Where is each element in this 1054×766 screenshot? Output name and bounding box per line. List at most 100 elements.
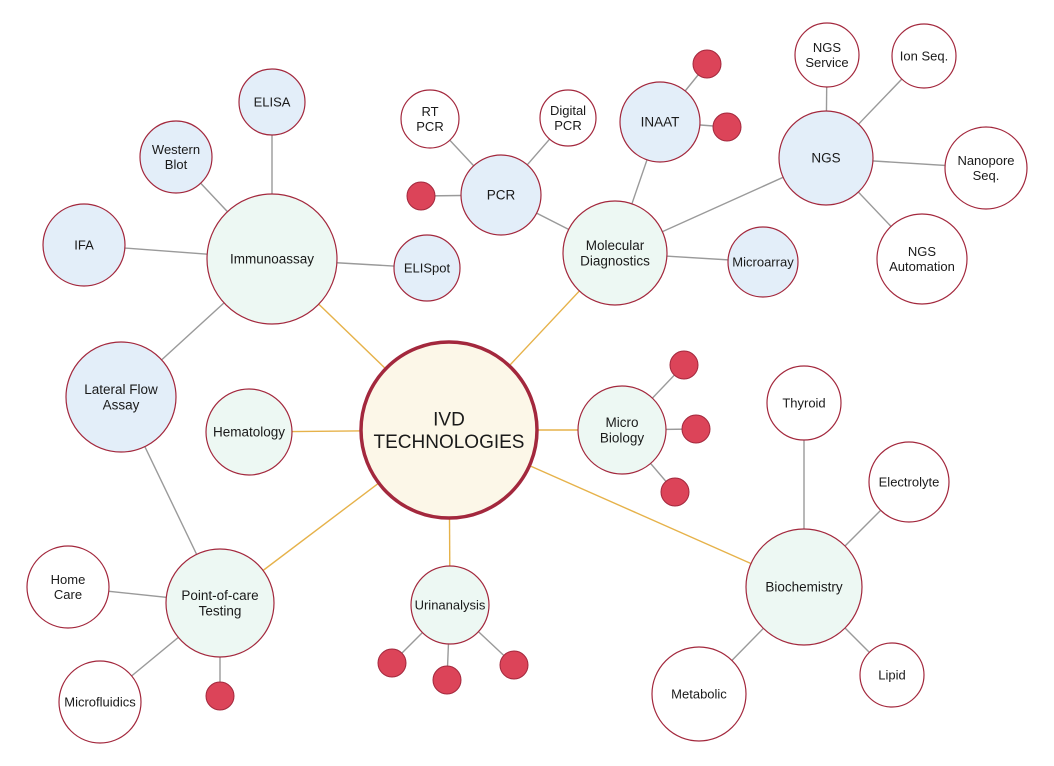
node-circle-homecare (26, 545, 110, 629)
node-circle-westernblot (139, 120, 213, 194)
node-circle-elispot (393, 234, 461, 302)
red-dot-urinanalysis (499, 650, 529, 680)
node-label-ionseq: Ion Seq. (900, 49, 948, 64)
node-ionseq: Ion Seq. (891, 23, 957, 89)
node-ifa: IFA (42, 203, 126, 287)
node-label-rtpcr: RT (421, 104, 438, 119)
node-circle-digitalpcr (539, 89, 597, 147)
node-label-molecular: Molecular (586, 238, 645, 253)
node-label-ngs: NGS (811, 151, 840, 166)
node-label-hematology: Hematology (213, 425, 285, 440)
node-label-microbiology: Micro (606, 415, 639, 430)
node-circle-pointofcare (165, 548, 275, 658)
node-circle-rtpcr (400, 89, 460, 149)
node-label-lipid: Lipid (878, 668, 905, 683)
red-dot-microbiology (669, 350, 699, 380)
node-label-elisa: ELISA (254, 95, 291, 110)
red-dot-urinanalysis (377, 648, 407, 678)
node-circle-microarray (727, 226, 799, 298)
red-dot-inaat (692, 49, 722, 79)
node-label-electrolyte: Electrolyte (879, 475, 940, 490)
node-label-microfluidics: Microfluidics (64, 695, 136, 710)
node-label-nanopore: Nanopore (957, 153, 1014, 168)
red-dot-pointofcare (205, 681, 235, 711)
node-label-lateralflow: Assay (103, 398, 140, 413)
node-label-digitalpcr: PCR (554, 118, 581, 133)
node-lipid: Lipid (859, 642, 925, 708)
node-circle-ngsautomation (876, 213, 968, 305)
node-label-digitalpcr: Digital (550, 103, 586, 118)
node-label-thyroid: Thyroid (782, 396, 825, 411)
node-circle-electrolyte (868, 441, 950, 523)
node-circle-lateralflow (65, 341, 177, 453)
node-circle-center (359, 340, 539, 520)
node-label-westernblot: Blot (165, 157, 188, 172)
node-label-westernblot: Western (152, 142, 200, 157)
red-dot-urinanalysis (432, 665, 462, 695)
red-dot-microbiology (660, 477, 690, 507)
node-immunoassay: Immunoassay (206, 193, 338, 325)
node-circle-ifa (42, 203, 126, 287)
node-circle-ngsservice (794, 22, 860, 88)
node-circle-ngs (778, 110, 874, 206)
node-thyroid: Thyroid (766, 365, 842, 441)
node-label-homecare: Care (54, 587, 82, 602)
node-label-center: IVD (433, 409, 465, 430)
node-circle-elisa (238, 68, 306, 136)
node-label-pointofcare: Point-of-care (181, 588, 258, 603)
red-dot-pcr (406, 181, 436, 211)
node-label-immunoassay: Immunoassay (230, 252, 314, 267)
node-label-microbiology: Biology (600, 431, 645, 446)
node-circle-pcr (460, 154, 542, 236)
node-microfluidics: Microfluidics (58, 660, 142, 744)
node-elispot: ELISpot (393, 234, 461, 302)
node-circle-nanopore (944, 126, 1028, 210)
node-label-inaat: INAAT (641, 115, 680, 130)
node-urinanalysis: Urinanalysis (410, 565, 490, 645)
node-circle-urinanalysis (410, 565, 490, 645)
node-circle-thyroid (766, 365, 842, 441)
node-label-homecare: Home (51, 572, 86, 587)
node-microarray: Microarray (727, 226, 799, 298)
node-label-ngsautomation: NGS (908, 244, 937, 259)
node-label-ngsautomation: Automation (889, 259, 955, 274)
node-label-molecular: Diagnostics (580, 254, 650, 269)
node-label-elispot: ELISpot (404, 261, 451, 276)
node-circle-lipid (859, 642, 925, 708)
node-label-biochemistry: Biochemistry (765, 580, 843, 595)
node-label-lateralflow: Lateral Flow (84, 382, 158, 397)
node-circle-microfluidics (58, 660, 142, 744)
node-circle-metabolic (651, 646, 747, 742)
node-circle-immunoassay (206, 193, 338, 325)
node-pcr: PCR (460, 154, 542, 236)
node-circle-hematology (205, 388, 293, 476)
node-label-ngsservice: Service (805, 55, 848, 70)
node-label-microarray: Microarray (732, 255, 794, 270)
node-electrolyte: Electrolyte (868, 441, 950, 523)
node-hematology: Hematology (205, 388, 293, 476)
red-dot-inaat (712, 112, 742, 142)
node-label-rtpcr: PCR (416, 119, 443, 134)
node-label-ifa: IFA (74, 238, 94, 253)
node-circle-inaat (619, 81, 701, 163)
red-dot-microbiology (681, 414, 711, 444)
node-label-center: TECHNOLOGIES (374, 432, 525, 453)
node-label-nanopore: Seq. (973, 168, 1000, 183)
node-label-metabolic: Metabolic (671, 687, 727, 702)
node-label-ngsservice: NGS (813, 40, 842, 55)
node-circle-microbiology (577, 385, 667, 475)
node-elisa: ELISA (238, 68, 306, 136)
